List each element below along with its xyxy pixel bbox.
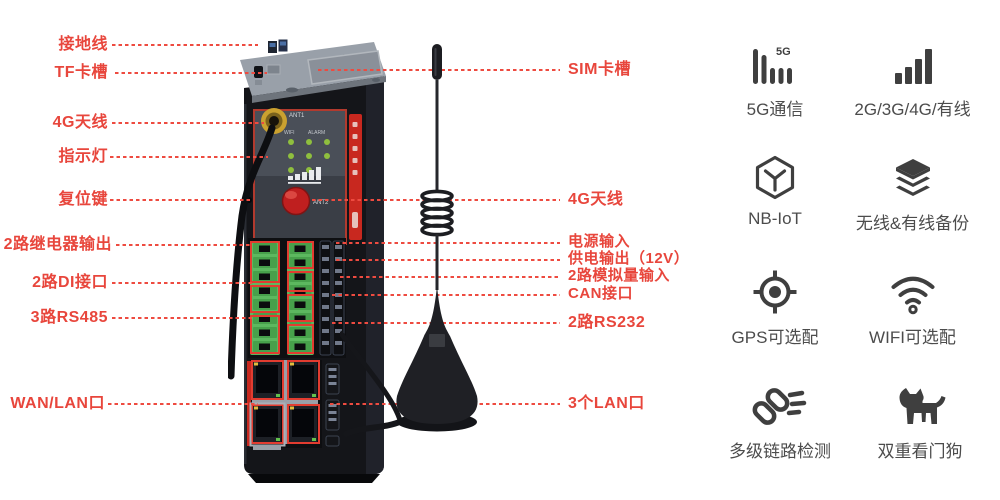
callout-rs485: 3路RS485	[30, 309, 108, 326]
callout-analog-input: 2路模拟量输入	[568, 267, 670, 284]
feature-label: 无线&有线备份	[855, 214, 970, 233]
callout-tf-card-slot: TF卡槽	[54, 64, 108, 81]
feature-label: 多级链路检测	[729, 442, 831, 461]
callout-relay-output: 2路继电器输出	[3, 236, 112, 253]
svg-text:5G: 5G	[776, 46, 791, 58]
leader-line	[112, 282, 252, 284]
feature-label: 5G通信	[746, 100, 804, 119]
magnetic-4g-antenna-illustration	[340, 44, 478, 437]
ethernet-ports	[247, 360, 340, 450]
callout-can-interface: CAN接口	[568, 285, 633, 302]
leader-line	[332, 294, 560, 296]
nb-iot-hexagon-icon	[750, 150, 800, 202]
layers-stack-icon	[888, 150, 938, 202]
leader-line	[112, 122, 264, 124]
feature-label: GPS可选配	[731, 328, 819, 347]
signal-strength-glyph	[288, 167, 321, 184]
svg-text:WIFI: WIFI	[284, 130, 295, 136]
feature-nb-iot: NB-IoT	[710, 150, 840, 229]
svg-text:ANT1: ANT1	[289, 113, 305, 119]
callout-3-lan-ports: 3个LAN口	[568, 395, 645, 412]
feature-wireless-wired-backup: 无线&有线备份	[835, 150, 990, 234]
signal-bars-ascending-icon	[888, 36, 938, 88]
leader-line	[110, 156, 268, 158]
callout-power-output-12v: 供电输出（12V）	[568, 250, 690, 267]
callout-grounding-wire: 接地线	[58, 36, 108, 53]
antenna-coil	[420, 189, 454, 237]
svg-text:ALARM: ALARM	[308, 130, 325, 136]
feature-watchdog: 双重看门狗	[850, 378, 990, 462]
chain-link-icon	[752, 378, 808, 430]
terminal-blocks	[248, 238, 346, 358]
leader-line	[108, 403, 258, 405]
router-device-illustration: ANT1 WIFI ALARM A	[228, 39, 386, 483]
led-indicators: WIFI ALARM	[284, 130, 330, 173]
antenna-cable	[228, 124, 276, 380]
feature-2g3g4g-wired: 2G/3G/4G/有线	[835, 36, 990, 120]
callout-power-input: 电源输入	[568, 233, 631, 250]
feature-5g: 5G 5G通信	[710, 36, 840, 120]
leader-line	[110, 199, 252, 201]
leader-line	[336, 242, 560, 244]
callout-sim-card-slot: SIM卡槽	[568, 61, 631, 78]
callout-rs232: 2路RS232	[568, 314, 646, 331]
callout-indicator-light: 指示灯	[58, 148, 108, 165]
leader-line	[116, 244, 252, 246]
rj45-port	[253, 362, 317, 442]
port-label-strip	[319, 240, 345, 356]
leader-line	[115, 72, 267, 74]
leader-line	[332, 322, 560, 324]
callout-4g-antenna-right: 4G天线	[568, 191, 624, 208]
leader-line	[112, 44, 258, 46]
grounding-terminal	[268, 39, 288, 53]
feature-label: WIFI可选配	[869, 328, 956, 347]
feature-label: 2G/3G/4G/有线	[854, 100, 971, 119]
sim-card-cover	[307, 50, 383, 85]
gps-target-icon	[750, 264, 800, 316]
leader-line	[112, 317, 252, 319]
top-plate	[240, 39, 386, 103]
feature-wifi: WIFI可选配	[835, 264, 990, 348]
wifi-icon	[888, 264, 938, 316]
brand-strip	[349, 114, 362, 240]
svg-text:ANT2: ANT2	[313, 200, 329, 206]
feature-label: NB-IoT	[748, 209, 802, 228]
feature-label: 双重看门狗	[877, 442, 963, 461]
leader-line	[340, 276, 560, 278]
terminal-highlight-boxes	[250, 241, 314, 354]
port-highlight-boxes	[251, 360, 320, 444]
feature-link-detection: 多级链路检测	[710, 378, 850, 462]
leader-line	[336, 259, 560, 261]
sma-antenna-connector	[261, 108, 287, 134]
antenna-base	[396, 286, 478, 424]
5g-signal-bars-icon: 5G	[747, 36, 803, 88]
callout-4g-antenna-left: 4G天线	[52, 114, 108, 131]
callout-wan-lan-port: WAN/LAN口	[10, 395, 105, 412]
feature-gps: GPS可选配	[710, 264, 840, 348]
callout-reset-button: 复位键	[58, 191, 108, 208]
callout-di-interface: 2路DI接口	[32, 274, 108, 291]
ant2-connector	[281, 186, 311, 216]
watchdog-dog-icon	[891, 378, 949, 430]
